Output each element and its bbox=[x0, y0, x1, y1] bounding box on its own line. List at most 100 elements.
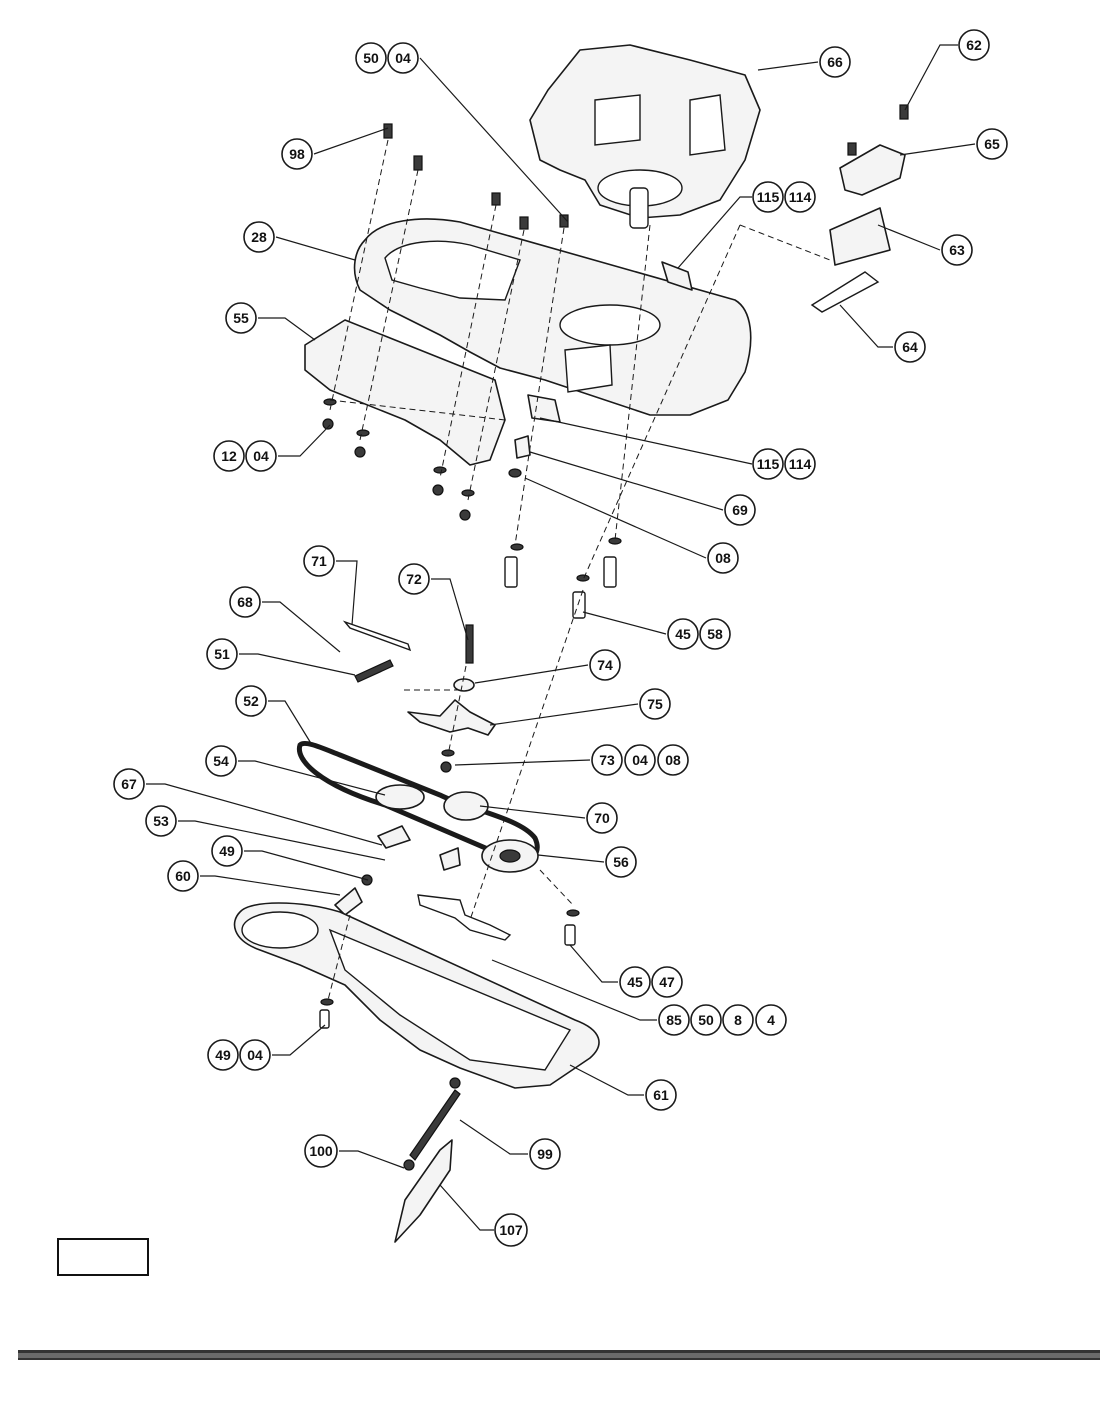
pad-strip bbox=[810, 271, 880, 313]
callout-label: 71 bbox=[311, 553, 327, 569]
callout-label: 65 bbox=[984, 136, 1000, 152]
callout-label: 04 bbox=[632, 752, 648, 768]
callout-label: 75 bbox=[647, 696, 663, 712]
mounting-bar bbox=[409, 1089, 461, 1161]
callout-75: 75 bbox=[639, 688, 671, 720]
callouts: 50 04 66 62 98 65 115 114 28 bbox=[113, 29, 1008, 1247]
callout-label: 64 bbox=[902, 339, 918, 355]
callout-label: 28 bbox=[251, 229, 267, 245]
cover-gasket bbox=[304, 319, 506, 466]
callout-label: 04 bbox=[247, 1047, 263, 1063]
callout-label: 60 bbox=[175, 868, 191, 884]
deflector-flap bbox=[394, 1139, 453, 1243]
callout-label: 107 bbox=[499, 1222, 523, 1238]
callout-label: 98 bbox=[289, 146, 305, 162]
callout-label: 56 bbox=[613, 854, 629, 870]
callout-71: 71 bbox=[303, 545, 335, 577]
callout-label: 114 bbox=[789, 189, 812, 205]
callout-label: 69 bbox=[732, 502, 748, 518]
callout-label: 50 bbox=[363, 50, 379, 66]
callout-45-58: 45 58 bbox=[667, 618, 731, 650]
idler-bracket-67 bbox=[377, 825, 411, 849]
mount-bracket-60 bbox=[334, 887, 363, 916]
callout-label: 12 bbox=[221, 448, 237, 464]
clip-bracket bbox=[839, 144, 906, 196]
parts-illustration bbox=[233, 44, 909, 1243]
callout-115-114-bottom: 115 114 bbox=[752, 448, 816, 480]
callout-73-04-08: 73 04 08 bbox=[591, 744, 689, 776]
callout-label: 8 bbox=[734, 1012, 742, 1028]
bracket-housing bbox=[829, 207, 891, 266]
callout-70: 70 bbox=[586, 802, 618, 834]
callout-08: 08 bbox=[707, 542, 739, 574]
callout-49-04: 49 04 bbox=[207, 1039, 271, 1071]
leader-lines bbox=[146, 44, 976, 1231]
callout-107: 107 bbox=[494, 1213, 528, 1247]
callout-60: 60 bbox=[167, 860, 199, 892]
callout-label: 58 bbox=[707, 626, 723, 642]
callout-50-04-top: 50 04 bbox=[355, 42, 419, 74]
callout-65: 65 bbox=[976, 128, 1008, 160]
callout-label: 115 bbox=[757, 189, 780, 205]
callout-label: 54 bbox=[213, 753, 229, 769]
callout-label: 115 bbox=[757, 456, 780, 472]
footer-divider bbox=[18, 1350, 1100, 1360]
callout-label: 53 bbox=[153, 813, 169, 829]
callout-label: 49 bbox=[219, 843, 235, 859]
pulley-bracket bbox=[439, 847, 461, 871]
idler-arm bbox=[407, 699, 496, 736]
callout-99: 99 bbox=[529, 1138, 561, 1170]
callout-63: 63 bbox=[941, 234, 973, 266]
alignment-lines bbox=[327, 139, 831, 1001]
callout-label: 68 bbox=[237, 594, 253, 610]
tension-link bbox=[342, 620, 412, 652]
callout-label: 45 bbox=[675, 626, 691, 642]
callout-98: 98 bbox=[281, 138, 313, 170]
callout-label: 50 bbox=[698, 1012, 714, 1028]
callout-label: 08 bbox=[715, 550, 731, 566]
callout-100: 100 bbox=[304, 1134, 338, 1168]
callout-label: 70 bbox=[594, 810, 610, 826]
callout-56: 56 bbox=[605, 846, 637, 878]
upper-belt-cover bbox=[353, 218, 752, 416]
callout-label: 04 bbox=[395, 50, 411, 66]
callout-55: 55 bbox=[225, 302, 257, 334]
callout-54: 54 bbox=[205, 745, 237, 777]
callout-115-114-top: 115 114 bbox=[752, 181, 816, 213]
callout-51: 51 bbox=[206, 638, 238, 670]
callout-label: 85 bbox=[666, 1012, 682, 1028]
callout-label: 67 bbox=[121, 776, 137, 792]
callout-label: 49 bbox=[215, 1047, 231, 1063]
callout-label: 61 bbox=[653, 1087, 669, 1103]
callout-45-47: 45 47 bbox=[619, 966, 683, 998]
callout-68: 68 bbox=[229, 586, 261, 618]
callout-28: 28 bbox=[243, 221, 275, 253]
hardware-fasteners bbox=[319, 104, 909, 1171]
belt-guide-85 bbox=[417, 894, 512, 941]
callout-label: 74 bbox=[597, 657, 613, 673]
callout-69: 69 bbox=[724, 494, 756, 526]
callout-85-50-8-4: 85 50 8 4 bbox=[658, 1004, 787, 1036]
callout-62: 62 bbox=[958, 29, 990, 61]
gearbox-housing bbox=[529, 44, 761, 229]
callout-label: 04 bbox=[253, 448, 269, 464]
callout-label: 73 bbox=[599, 752, 615, 768]
callout-52: 52 bbox=[235, 685, 267, 717]
callout-label: 4 bbox=[767, 1012, 775, 1028]
callout-label: 08 bbox=[665, 752, 681, 768]
lower-housing bbox=[233, 902, 600, 1089]
callout-64: 64 bbox=[894, 331, 926, 363]
tension-spring bbox=[354, 659, 394, 683]
callout-label: 51 bbox=[214, 646, 230, 662]
callout-74: 74 bbox=[589, 649, 621, 681]
callout-label: 45 bbox=[627, 974, 643, 990]
callout-66: 66 bbox=[819, 46, 851, 78]
callout-label: 99 bbox=[537, 1146, 553, 1162]
callout-67: 67 bbox=[113, 768, 145, 800]
figure-reference-box bbox=[57, 1238, 149, 1276]
callout-label: 47 bbox=[659, 974, 675, 990]
callout-label: 100 bbox=[309, 1143, 333, 1159]
callout-61: 61 bbox=[645, 1079, 677, 1111]
